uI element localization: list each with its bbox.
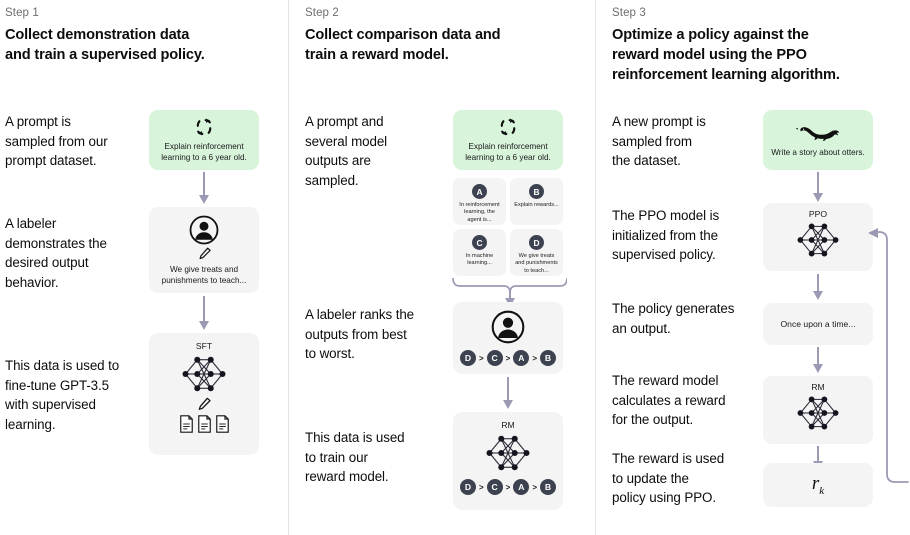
pencil-icon [197, 246, 212, 261]
step-3-description-4: The reward model calculates a reward for… [612, 373, 726, 427]
card-badge-c: C [472, 235, 487, 250]
step-3-prompt-caption: Write a story about otters. [771, 147, 865, 157]
step-1-label: Step 1 [5, 7, 39, 19]
step-3-ppo-title: PPO [808, 209, 828, 219]
step-2-output-card-d[interactable]: D We give treats and punishments to teac… [510, 229, 563, 276]
step-3-description-2: The PPO model is initialized from the su… [612, 208, 720, 262]
column-divider-1 [288, 0, 289, 535]
step-2-prompt-caption: Explain reinforcement learning to a 6 ye… [465, 142, 551, 162]
step-3-description-1: A new prompt is sampled from the dataset… [612, 114, 706, 168]
step-3-arrow-2 [811, 274, 825, 302]
step-3-rm-box[interactable]: RM [763, 376, 873, 444]
neural-network-icon [177, 353, 231, 395]
step-1-column: Step 1 Collect demonstration data and tr… [0, 0, 288, 535]
pencil-icon [196, 396, 212, 412]
card-text-b: Explain rewards... [514, 202, 559, 208]
rank-badge-1: D [459, 350, 476, 366]
step-2-rm-box[interactable]: RM [453, 412, 563, 510]
feedback-loop-arrow [866, 222, 910, 487]
step-2-labeler-ranking: D > C > A > B [459, 350, 556, 366]
step-3-title: Optimize a policy against the reward mod… [612, 27, 840, 83]
rank-badge-2: C [486, 350, 503, 366]
rank-gt: > [505, 482, 511, 492]
step-3-output-text: Once upon a time... [780, 318, 856, 329]
card-badge-d: D [529, 235, 544, 250]
step-3-label: Step 3 [612, 7, 646, 19]
rank-badge-4: B [540, 479, 556, 495]
step-1-description-2: A labeler demonstrates the desired outpu… [5, 216, 107, 290]
document-icon-group [179, 415, 230, 433]
step-2-output-card-b[interactable]: B Explain rewards... [510, 178, 563, 225]
step-3-rm-title: RM [811, 382, 825, 392]
step-3-ppo-box[interactable]: PPO [763, 203, 873, 271]
step-2-labeler-box[interactable]: D > C > A > B [453, 302, 563, 374]
step-2-rm-ranking: D > C > A > B [459, 479, 556, 495]
step-1-labeler-box[interactable]: We give treats and punishments to teach.… [149, 207, 259, 293]
step-2-rm-title: RM [501, 420, 515, 430]
step-3-arrow-1 [811, 172, 825, 204]
card-badge-b: B [529, 184, 544, 199]
step-2-label: Step 2 [305, 7, 339, 19]
step-3-column: Step 3 Optimize a policy against the rew… [596, 0, 910, 535]
refresh-cycle-icon [498, 117, 518, 137]
rank-gt: > [532, 353, 537, 363]
card-text-d: We give treats and punishments to teach.… [515, 253, 558, 274]
column-divider-2 [595, 0, 596, 535]
rank-gt: > [478, 482, 484, 492]
step-1-prompt-caption: Explain reinforcement learning to a 6 ye… [161, 142, 247, 162]
neural-network-icon [792, 393, 844, 433]
step-1-sft-box[interactable]: SFT [149, 333, 259, 455]
step-2-arrow-2 [501, 377, 515, 411]
rank-gt: > [532, 482, 537, 492]
step-1-labeler-caption: We give treats and punishments to teach.… [161, 264, 247, 285]
rank-badge-4: B [540, 350, 556, 366]
step-2-prompt-box[interactable]: Explain reinforcement learning to a 6 ye… [453, 110, 563, 170]
rank-badge-1: D [459, 479, 476, 495]
step-3-prompt-box[interactable]: Write a story about otters. [763, 110, 873, 170]
step-1-title: Collect demonstration data and train a s… [5, 27, 205, 63]
step-1-prompt-box[interactable]: Explain reinforcement learning to a 6 ye… [149, 110, 259, 170]
neural-network-icon [481, 432, 535, 474]
step-2-output-card-a[interactable]: A In reinforcement learning, the agent i… [453, 178, 506, 225]
card-text-c: In machine learning... [465, 253, 494, 267]
step-2-description-2: A labeler ranks the outputs from best to… [305, 307, 415, 361]
step-1-description-1: A prompt is sampled from our prompt data… [5, 114, 108, 168]
refresh-cycle-icon [194, 117, 214, 137]
step-3-reward-box[interactable]: rk [763, 463, 873, 507]
step-3-output-box[interactable]: Once upon a time... [763, 303, 873, 345]
otter-icon [796, 123, 840, 143]
rank-badge-3: A [513, 350, 530, 366]
step-2-description-1: A prompt and several model outputs are s… [305, 114, 388, 188]
neural-network-icon [792, 220, 844, 260]
step-1-arrow-1 [197, 172, 211, 206]
step-1-sft-title: SFT [195, 341, 213, 351]
person-avatar-icon [491, 310, 525, 344]
rank-gt: > [505, 353, 511, 363]
step-2-output-card-c[interactable]: C In machine learning... [453, 229, 506, 276]
step-1-arrow-2 [197, 296, 211, 332]
step-2-title: Collect comparison data and train a rewa… [305, 27, 501, 63]
rank-badge-2: C [486, 479, 503, 495]
rank-badge-3: A [513, 479, 530, 495]
card-badge-a: A [472, 184, 487, 199]
step-3-arrow-3 [811, 347, 825, 375]
person-avatar-icon [189, 215, 219, 245]
step-2-column: Step 2 Collect comparison data and train… [289, 0, 595, 535]
step-2-description-3: This data is used to train our reward mo… [305, 430, 405, 484]
reward-symbol: rk [811, 473, 825, 497]
step-3-description-3: The policy generates an output. [612, 301, 735, 336]
step-1-description-3: This data is used to fine-tune GPT-3.5 w… [5, 358, 120, 432]
step-3-description-5: The reward is used to update the policy … [612, 451, 725, 505]
rank-gt: > [478, 353, 484, 363]
card-text-a: In reinforcement learning, the agent is.… [459, 202, 500, 223]
